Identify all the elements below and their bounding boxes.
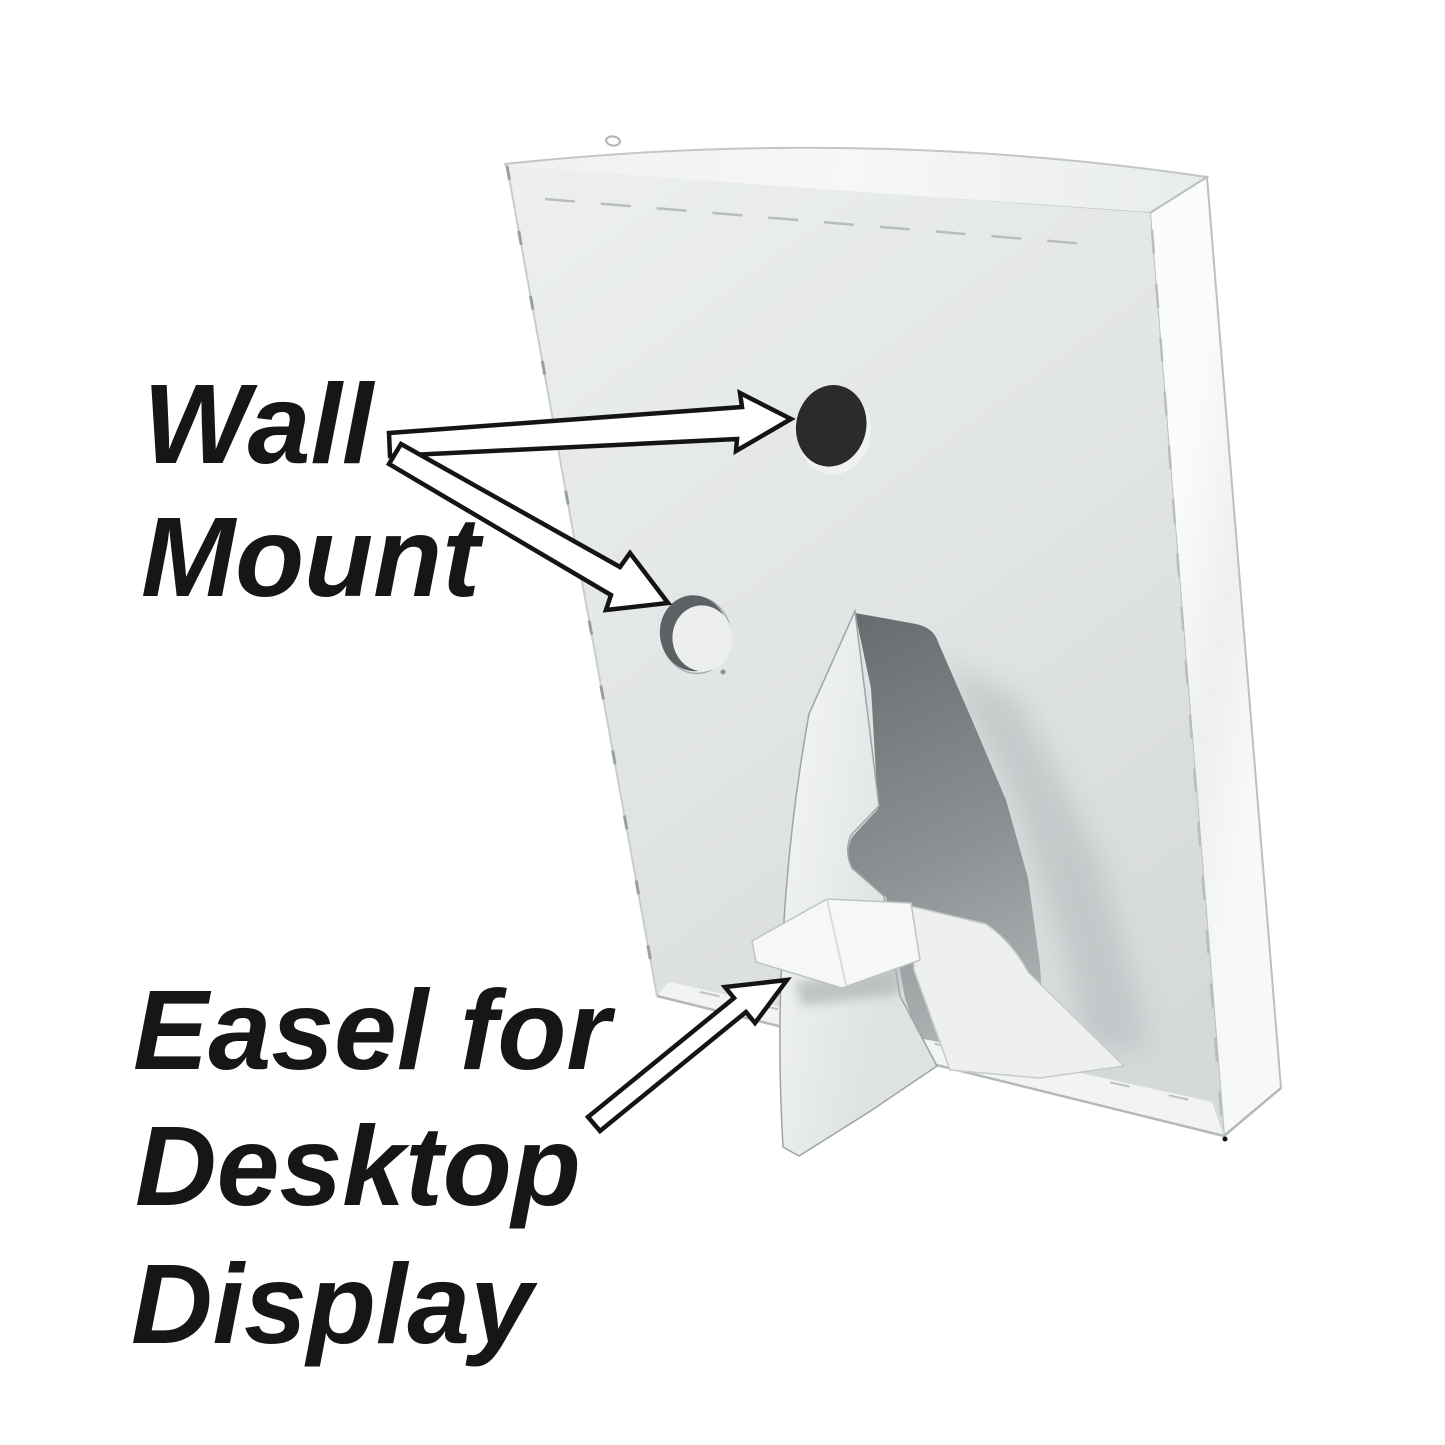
top-fold-perforation — [544, 197, 1099, 247]
wall-mount-upper-arrow-icon — [386, 389, 796, 459]
frame-top-face — [503, 146, 1210, 215]
easel-cross-tab-right-wing — [909, 905, 1126, 1079]
bottom-corner-dot — [1222, 1136, 1228, 1142]
wall-mount-label-line2: Mount — [141, 494, 484, 620]
left-edge-perforation — [505, 165, 659, 997]
top-face-hanger-hole — [605, 135, 621, 147]
easel-leg — [779, 608, 938, 1157]
cross-tab-fold-line — [826, 898, 847, 986]
wall-mount-hole-top — [795, 385, 872, 475]
wall-mount-lower-arrow-icon — [385, 440, 673, 613]
wall-mount-label-line1: Wall — [143, 361, 376, 487]
easel-label-line1: Easel for — [133, 967, 616, 1093]
easel-label-line3: Display — [131, 1241, 538, 1367]
wall-mount-hole-bottom — [659, 595, 733, 675]
panel-speck — [720, 669, 726, 675]
right-fold-perforation — [1150, 229, 1224, 1126]
easel-soft-shadow — [940, 660, 1150, 1048]
easel-arrow-icon — [584, 977, 792, 1135]
easel-label-line2: Desktop — [135, 1103, 581, 1229]
